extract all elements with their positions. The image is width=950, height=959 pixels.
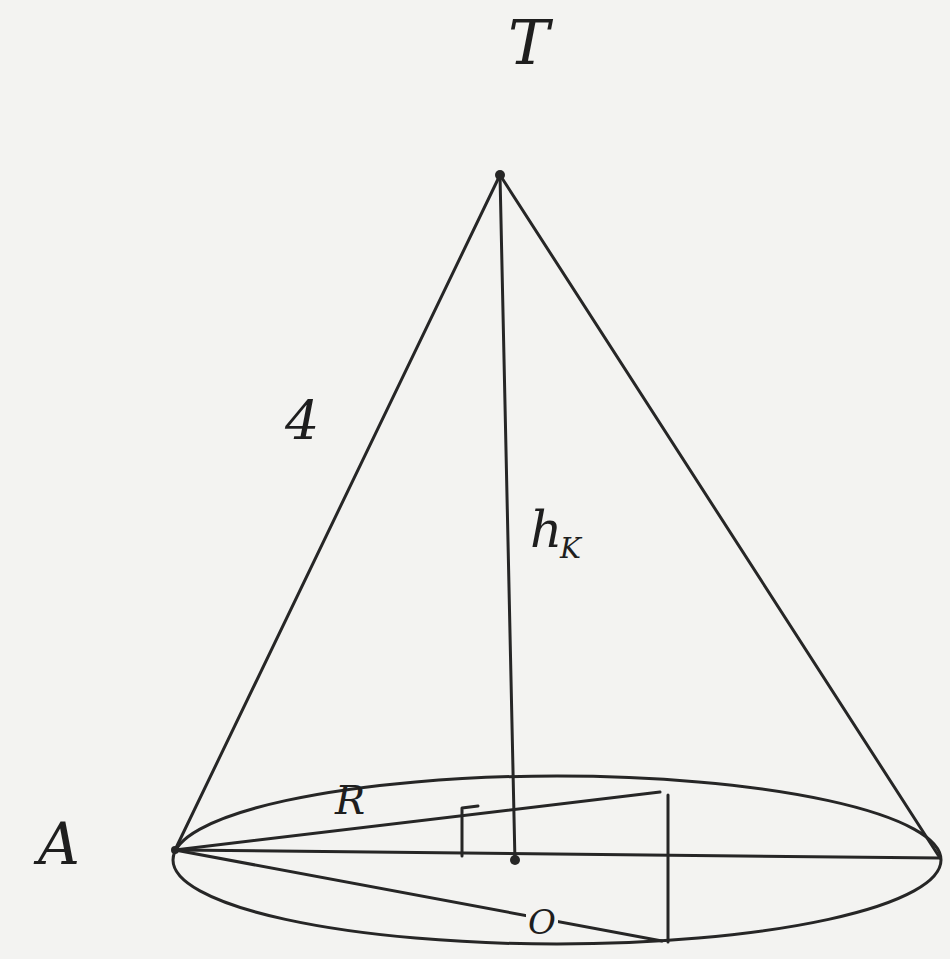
center-label: O — [526, 905, 558, 939]
height-subscript: K — [560, 535, 581, 563]
apex-label: T — [508, 12, 549, 74]
base-diameter — [175, 850, 940, 858]
apex-point — [495, 170, 505, 180]
chord-upper — [175, 792, 660, 850]
radius-label: R — [335, 780, 365, 820]
right-angle-mark — [462, 806, 478, 856]
slant-right — [500, 175, 940, 858]
length-label: 4 — [285, 395, 319, 449]
cone-height — [500, 175, 515, 862]
center-point — [510, 855, 520, 865]
vertical-chord — [667, 795, 670, 942]
point-a — [171, 846, 179, 854]
height-label: h — [530, 505, 562, 555]
chord-lower — [175, 850, 662, 941]
point-label: A — [38, 815, 80, 873]
slant-left — [175, 175, 500, 850]
cone-base — [173, 776, 941, 944]
